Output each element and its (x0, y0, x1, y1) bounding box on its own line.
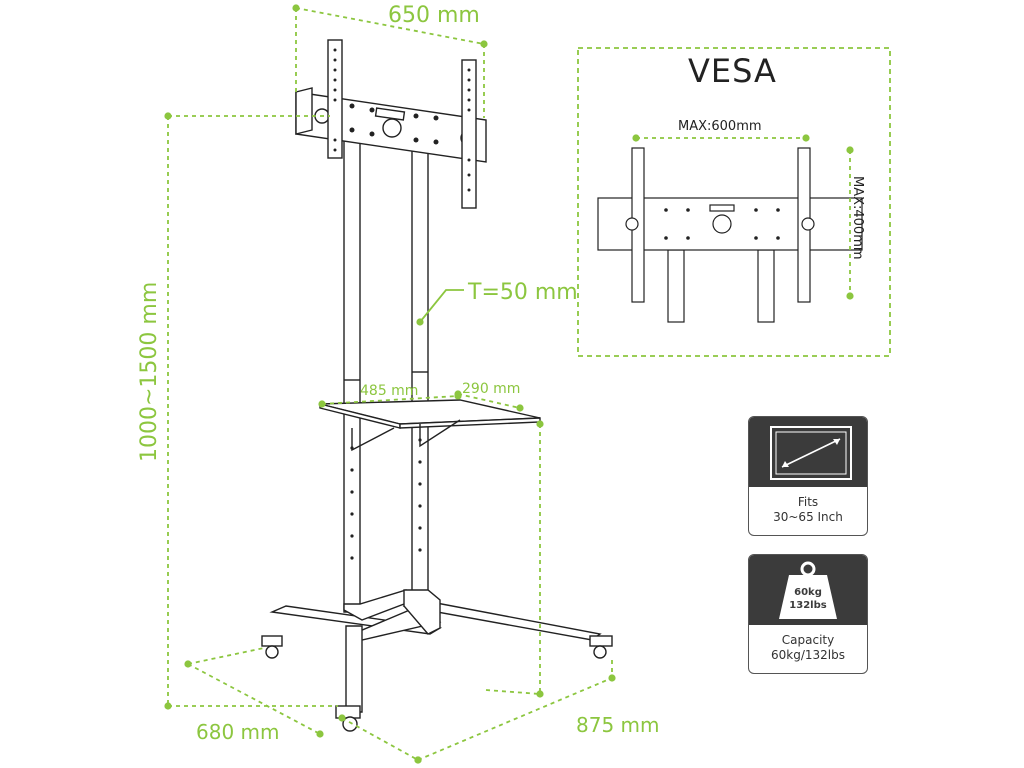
vesa-max-width: MAX:600mm (678, 119, 762, 134)
vesa-arms (327, 39, 477, 209)
capacity-label: Capacity (781, 633, 835, 647)
vesa-max-height: MAX:400mm (850, 176, 865, 260)
dim-shelf-width: 485 mm (360, 383, 418, 399)
card-icon-area: 60kg 132lbs (749, 555, 867, 625)
vesa-plate-drawing (597, 147, 863, 323)
fits-size: 30~65 Inch (773, 510, 843, 524)
caster-wheel-icon (261, 635, 283, 659)
fits-label: Fits (797, 495, 819, 509)
dim-tube: T=50 mm (467, 280, 578, 305)
dim-height-range: 1000~1500 mm (137, 282, 162, 462)
caster-wheel-icon (589, 635, 613, 659)
card-icon-area (749, 417, 867, 487)
capacity-value: 60kg/132lbs (771, 648, 845, 662)
tv-stand-drawing (261, 39, 613, 732)
caster-wheel-icon (335, 705, 361, 732)
caster-wheels (261, 635, 613, 732)
vesa-panel: MAX:600mm MAX:400mm (577, 47, 891, 357)
dim-shelf-depth: 290 mm (462, 381, 520, 397)
weight-badge-kg: 60kg (794, 587, 822, 598)
weight-icon: 60kg 132lbs (779, 561, 837, 619)
fits-caption: Fits 30~65 Inch (749, 487, 867, 525)
vesa-title: VESA (688, 52, 777, 90)
stand-poles (343, 131, 429, 613)
tv-diagonal-icon (770, 426, 852, 480)
stand-base (269, 589, 602, 713)
capacity-card: 60kg 132lbs Capacity 60kg/132lbs (748, 554, 868, 674)
weight-badge-lbs: 132lbs (789, 600, 826, 611)
dim-base-depth: 680 mm (196, 720, 280, 744)
dimension-annotations: 650 mm 1000~1500 mm T=50 mm 485 mm 290 m… (137, 3, 660, 764)
capacity-caption: Capacity 60kg/132lbs (749, 625, 867, 663)
fits-card: Fits 30~65 Inch (748, 416, 868, 536)
dim-top-width: 650 mm (388, 3, 480, 28)
mounting-plate (295, 87, 487, 163)
dim-base-width: 875 mm (576, 713, 660, 737)
